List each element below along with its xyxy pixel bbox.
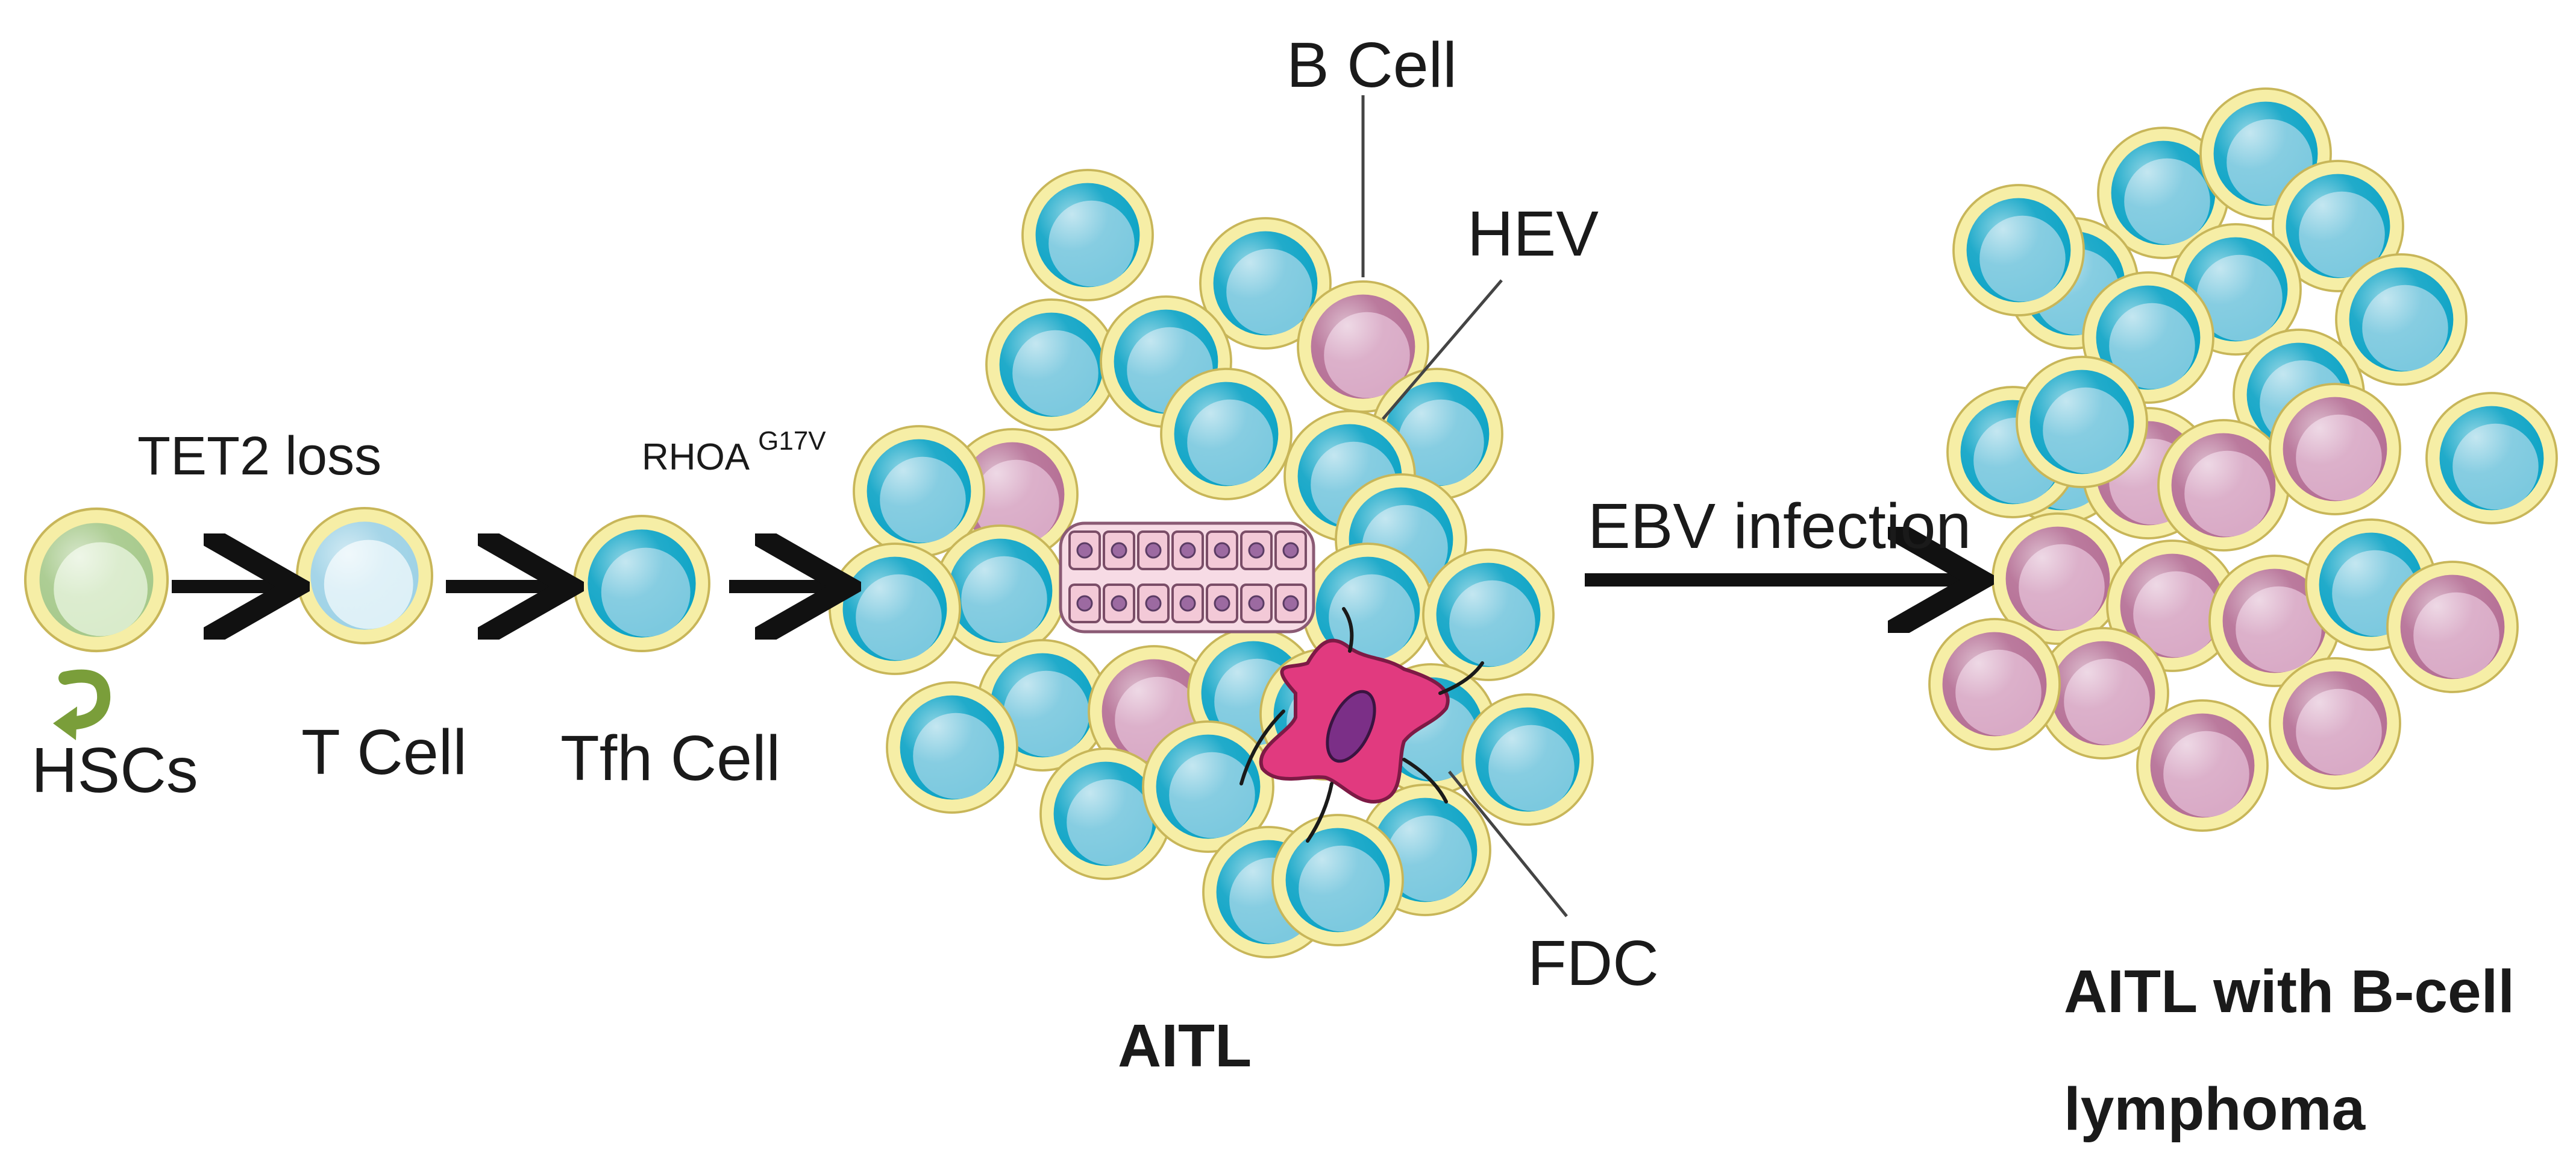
tfh-cell-label: Tfh Cell [560,723,781,794]
aitl-b-cell-lymphoma-label-line1: AITL with B-cell [2064,958,2515,1025]
rhoa-mutation: G17V [758,426,826,456]
progression-cells [24,507,710,653]
arrows [172,580,1967,587]
hev-leader [1382,279,1503,420]
pink-cell [2386,561,2519,693]
blue-cell [829,543,961,675]
aitl-b-cell-lymphoma-label-line2: lymphoma [2064,1075,2366,1143]
blue-cell [1422,549,1555,681]
t-cell [296,507,433,644]
fdc-label: FDC [1528,928,1659,999]
hscs-label: HSCs [31,735,198,806]
blue-cell [1199,217,1332,350]
blue-cell [1021,169,1154,301]
blue-cell [1461,693,1594,826]
pink-cell [2136,699,2269,832]
pink-cell [1992,512,2124,645]
pink-cell [946,428,1079,561]
blue-cell [2097,127,2230,259]
blue-cell [2016,356,2148,488]
blue-cell [2082,271,2214,404]
fdc-leader [1448,770,1568,917]
pink-cell [2269,657,2401,790]
blue-cell [853,425,985,558]
hev-vessel [1059,521,1315,634]
blue-cell [1160,368,1293,500]
aitl-b-cell-lymphoma-cluster [1928,87,2558,832]
aitl-cluster [829,169,1594,958]
tfh-cell [573,515,710,652]
blue-cell [2272,160,2404,292]
rhoa-label: RHOA G17V [642,428,826,478]
fdc-cell [1239,607,1484,843]
blue-cell [1039,747,1172,880]
aitl-label: AITL [1118,1012,1252,1080]
pink-cell [1297,280,1429,413]
hsc-cell [24,507,169,653]
blue-cell [2425,392,2558,524]
pink-cell [2269,383,2401,515]
bcell-label: B Cell [1286,30,1457,101]
rhoa-text: RHOA [642,436,750,478]
blue-cell [985,298,1118,431]
blue-cell [2335,253,2468,386]
label-leader-lines [1361,95,1568,917]
tcell-label: T Cell [301,717,467,788]
blue-cell [1142,720,1274,853]
blue-cell [1271,814,1404,946]
blue-cell [886,681,1018,814]
tet2-loss-label: TET2 loss [137,426,382,486]
pink-cell [2037,627,2169,760]
ebv-infection-label: EBV infection [1588,491,1972,562]
curved-arrow-icon [53,669,111,740]
pink-cell [1928,618,2061,750]
hev-label: HEV [1467,198,1599,269]
blue-cell [934,524,1067,657]
blue-cell [1952,184,2085,316]
pink-cell [2157,419,2290,552]
